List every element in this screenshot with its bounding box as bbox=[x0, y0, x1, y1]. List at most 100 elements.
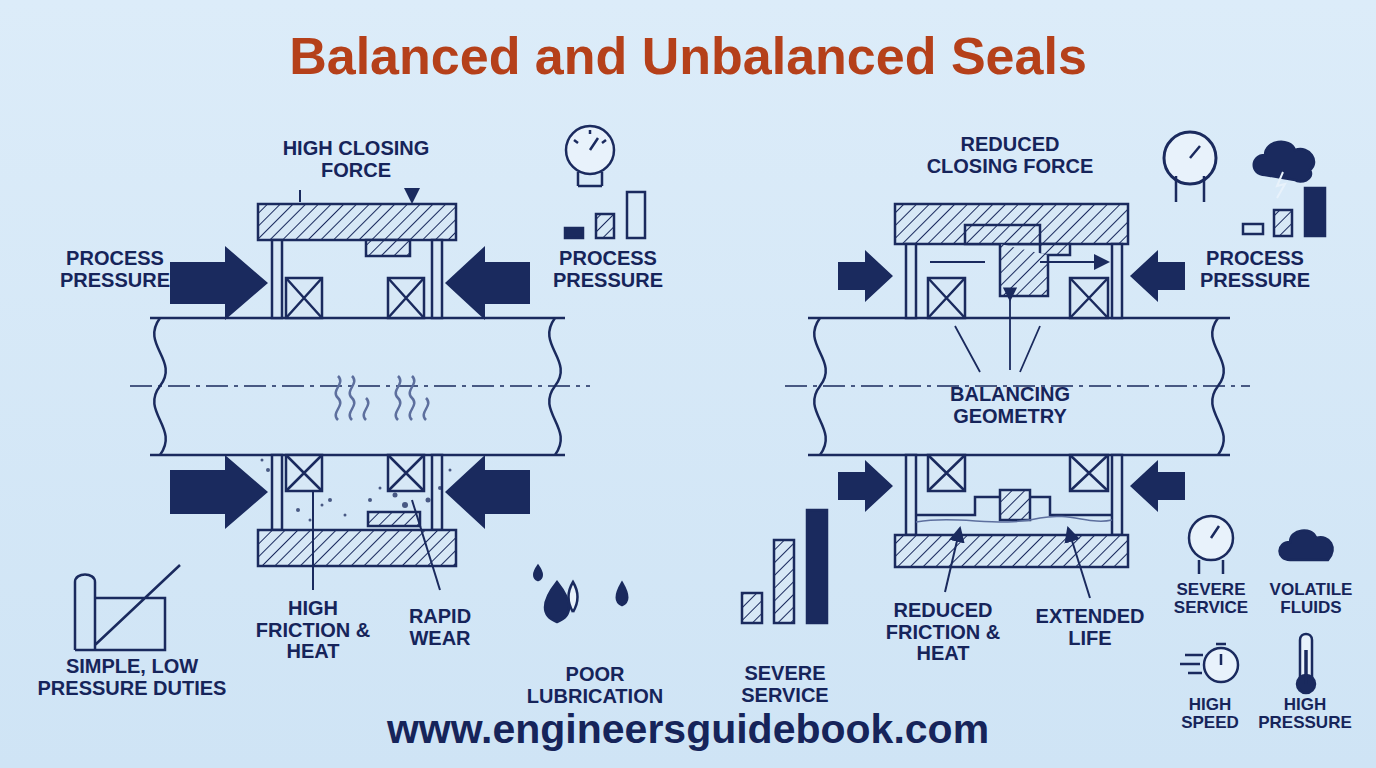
callout-label: RAPID WEAR bbox=[395, 606, 485, 649]
illustration-part bbox=[928, 455, 965, 491]
illustration-part bbox=[534, 566, 542, 580]
callout-label: EXTENDED LIFE bbox=[1030, 606, 1150, 649]
illustration-part bbox=[309, 519, 312, 522]
illustration-part bbox=[1112, 244, 1122, 318]
illustration-part bbox=[170, 246, 268, 320]
illustration-part bbox=[286, 455, 322, 491]
callout-label: BALANCING GEOMETRY bbox=[935, 384, 1085, 427]
illustration-part bbox=[130, 385, 590, 387]
illustration-part bbox=[1180, 644, 1226, 673]
pressure-label: PROCESS PRESSURE bbox=[1185, 248, 1325, 291]
watermark: www.engineersguidebook.com bbox=[338, 707, 1038, 751]
illustration-part bbox=[1243, 224, 1263, 234]
illustration-part bbox=[955, 300, 1040, 372]
illustration-part bbox=[266, 468, 270, 472]
illustration-part bbox=[445, 455, 530, 529]
callout-label: POOR LUBRICATION bbox=[495, 664, 695, 707]
icon-label: SEVERE SERVICE bbox=[1161, 581, 1261, 618]
illustration-part bbox=[945, 528, 960, 592]
illustration-part bbox=[170, 246, 1185, 529]
illustration-part bbox=[75, 126, 1332, 693]
illustration-part bbox=[75, 565, 180, 650]
illustration-part bbox=[895, 535, 1128, 567]
illustration-part bbox=[807, 510, 827, 623]
illustration-part bbox=[344, 514, 347, 517]
illustration-part bbox=[368, 498, 372, 502]
icon-label: SEVERE SERVICE bbox=[730, 663, 840, 706]
callout-label: REDUCED CLOSING FORCE bbox=[915, 134, 1105, 177]
illustration-part bbox=[1274, 210, 1292, 236]
illustration-part bbox=[1070, 455, 1108, 491]
illustration-part bbox=[1068, 528, 1090, 598]
illustration-part bbox=[272, 240, 282, 318]
illustration-part bbox=[312, 492, 314, 590]
illustration-part bbox=[930, 261, 1108, 263]
callout-label: HIGH FRICTION & HEAT bbox=[253, 598, 373, 663]
illustration-part bbox=[1277, 172, 1285, 198]
illustration-part bbox=[906, 244, 916, 318]
illustration-part bbox=[412, 500, 440, 590]
illustration-part bbox=[1070, 278, 1108, 318]
illustration-part bbox=[1130, 460, 1185, 512]
illustration-part bbox=[1176, 146, 1204, 202]
title: Balanced and Unbalanced Seals bbox=[0, 26, 1376, 86]
illustration-part bbox=[742, 593, 762, 623]
illustration-part bbox=[300, 190, 412, 202]
note-label: SIMPLE, LOW PRESSURE DUTIES bbox=[17, 656, 247, 699]
illustration-part bbox=[393, 493, 398, 498]
illustration-part bbox=[574, 130, 606, 186]
illustration-part bbox=[388, 278, 424, 318]
illustration-part bbox=[1000, 244, 1048, 296]
illustration-part bbox=[426, 498, 431, 503]
icon-label: HIGH PRESSURE bbox=[1250, 696, 1360, 733]
illustration-part bbox=[1130, 250, 1185, 302]
illustration-part bbox=[1304, 650, 1308, 684]
illustration-part bbox=[321, 504, 324, 507]
illustration-part bbox=[928, 278, 965, 318]
illustration-part bbox=[627, 192, 645, 238]
illustration-part bbox=[545, 582, 569, 622]
illustration-part bbox=[438, 486, 442, 490]
illustration-part bbox=[261, 459, 264, 462]
callout-label: REDUCED FRICTION & HEAT bbox=[868, 600, 1018, 665]
illustration-part bbox=[449, 469, 452, 472]
illustration-part bbox=[1254, 142, 1314, 182]
illustration-part bbox=[388, 455, 424, 491]
illustration-part bbox=[261, 459, 452, 522]
illustration-part bbox=[366, 240, 410, 256]
illustration-part bbox=[916, 516, 1112, 522]
icon-label: VOLATILE FLUIDS bbox=[1261, 581, 1361, 618]
illustration-part bbox=[170, 455, 268, 529]
illustration-part bbox=[596, 214, 614, 238]
callout-label: HIGH CLOSING FORCE bbox=[256, 138, 456, 181]
illustration-part bbox=[388, 278, 424, 318]
illustration-part bbox=[617, 583, 628, 605]
illustration-part bbox=[388, 455, 424, 491]
illustration-part bbox=[379, 487, 382, 490]
illustration-part bbox=[286, 278, 322, 318]
illustration-part bbox=[402, 502, 408, 508]
illustration-part bbox=[928, 455, 965, 491]
icon-label: HIGH SPEED bbox=[1170, 696, 1250, 733]
illustration-part bbox=[838, 250, 893, 302]
illustration-part bbox=[272, 455, 282, 530]
illustration-part bbox=[286, 278, 322, 318]
illustration-part bbox=[432, 455, 442, 530]
illustration-part bbox=[286, 455, 322, 491]
illustration-part bbox=[258, 204, 456, 240]
illustration-part bbox=[328, 498, 332, 502]
illustration-part bbox=[774, 540, 794, 623]
illustration-part bbox=[336, 376, 429, 420]
illustration-part bbox=[928, 278, 965, 318]
pressure-label: PROCESS PRESSURE bbox=[45, 248, 185, 291]
illustration-part bbox=[1070, 455, 1108, 491]
illustration-part bbox=[1070, 278, 1108, 318]
illustration-part bbox=[445, 246, 530, 320]
illustration-part bbox=[1112, 455, 1122, 535]
illustration-part bbox=[838, 460, 893, 512]
illustration-part bbox=[565, 228, 583, 238]
pressure-label: PROCESS PRESSURE bbox=[538, 248, 678, 291]
illustration-part bbox=[432, 240, 442, 318]
illustration-part bbox=[1280, 530, 1333, 560]
